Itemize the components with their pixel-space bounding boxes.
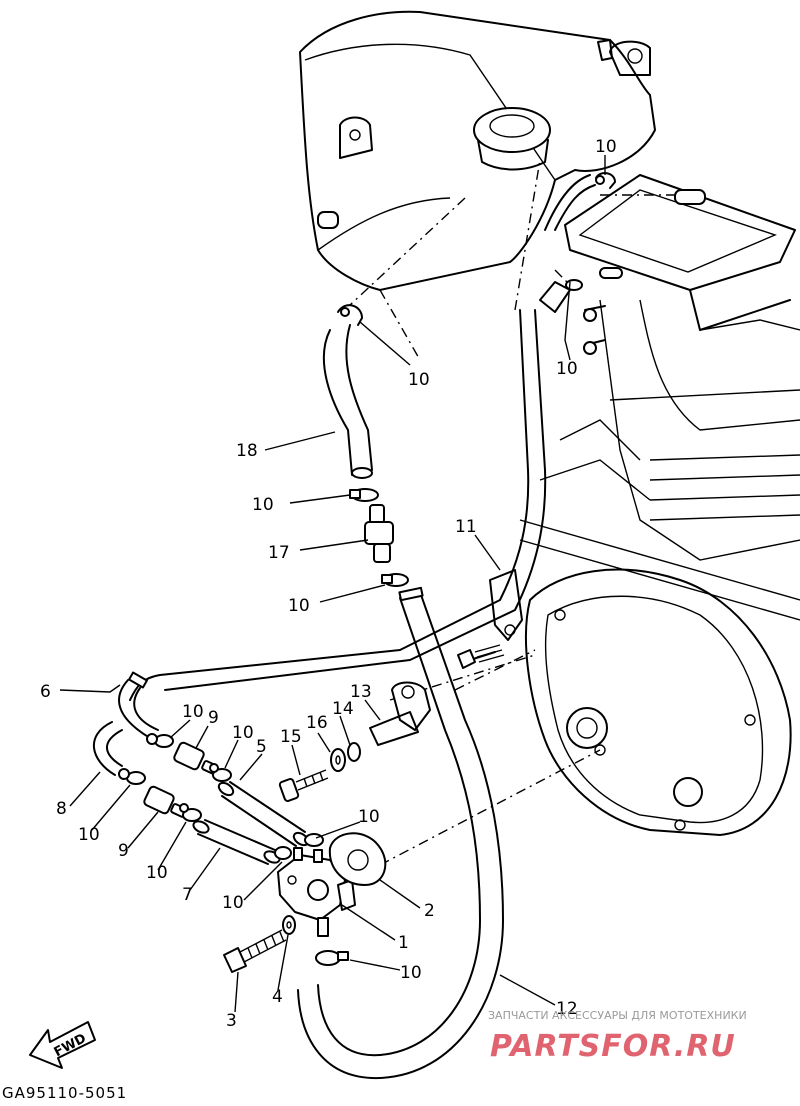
callout-11: 11: [455, 517, 477, 537]
callout-10: 10: [556, 359, 578, 379]
fuel-hose-5: [217, 781, 310, 847]
callout-10: 10: [146, 863, 168, 883]
callout-16: 16: [306, 713, 328, 733]
hose-clamp-10d: [349, 488, 379, 502]
bolt-3: [223, 929, 287, 973]
callout-10: 10: [182, 702, 204, 722]
hose-clamp-10a: [337, 304, 363, 326]
callout-3: 3: [226, 1011, 237, 1031]
watermark-brand: PARTSFOR.RU: [490, 1029, 736, 1064]
hose-clamp-10e: [381, 573, 409, 587]
watermark-tagline: ЗАПЧАСТИ АКСЕССУАРЫ ДЛЯ МОТОТЕХНИКИ: [488, 1009, 747, 1022]
hose-clamp-10j: [274, 846, 292, 860]
fuel-cock-1: [277, 847, 356, 937]
callout-10: 10: [400, 963, 422, 983]
washer-4: [282, 915, 296, 935]
hose-clamp-10l: [315, 950, 349, 966]
hose-clamp-10h: [118, 768, 146, 785]
screw-15: [278, 769, 329, 802]
crankcase-cover: [525, 568, 792, 836]
callout-18: 18: [236, 441, 258, 461]
callout-2: 2: [424, 901, 435, 921]
callout-10: 10: [232, 723, 254, 743]
callout-6: 6: [40, 682, 51, 702]
breather-hose-short: [539, 267, 623, 313]
fuel-tank: [299, 10, 656, 291]
callout-1: 1: [398, 933, 409, 953]
gasket-2: [328, 832, 387, 886]
hose-clamp-10i: [179, 803, 202, 822]
hose-clamp-10g: [209, 763, 232, 782]
fuel-hose-18: [322, 324, 373, 479]
callout-7: 7: [182, 885, 193, 905]
hose-clamp-10f: [146, 733, 174, 748]
callout-10: 10: [595, 137, 617, 157]
callout-10: 10: [288, 596, 310, 616]
fuel-hose-6: [118, 671, 159, 739]
fuel-hose-12: [297, 586, 504, 1080]
callout-labels: 10 10 10 18 10 17 10 11 6 13 10 9 10 5 1…: [40, 137, 617, 1031]
air-filter-case: [564, 174, 796, 331]
fuel-filter-17: [364, 504, 394, 563]
assembly-lines: [349, 159, 711, 866]
callout-13: 13: [350, 682, 372, 702]
hose-clamp-10b: [595, 172, 616, 189]
forward-direction-arrow: [29, 1021, 96, 1069]
callout-10: 10: [222, 893, 244, 913]
callout-4: 4: [272, 987, 283, 1007]
washer-16: [330, 748, 346, 772]
callout-15: 15: [280, 727, 302, 747]
callout-12: 12: [556, 999, 578, 1019]
engine-block: [519, 299, 800, 621]
callout-14: 14: [332, 699, 354, 719]
watermark: ЗАПЧАСТИ АКСЕССУАРЫ ДЛЯ МОТОТЕХНИКИ PART…: [488, 1009, 747, 1064]
leader-lines: [59, 155, 606, 1013]
fuel-filter-9b: [143, 785, 188, 818]
callout-5: 5: [256, 737, 267, 757]
callout-17: 17: [268, 543, 290, 563]
fuel-hose-8: [93, 721, 123, 776]
callout-10: 10: [78, 825, 100, 845]
diagram-code: GA95110-5051: [2, 1084, 127, 1102]
callout-9: 9: [208, 708, 219, 728]
vent-hose-11: [129, 174, 596, 701]
callout-8: 8: [56, 799, 67, 819]
callout-10: 10: [358, 807, 380, 827]
callout-10: 10: [252, 495, 274, 515]
o-ring-14: [347, 742, 361, 762]
fuel-cock-lever-13: [369, 681, 431, 746]
callout-9: 9: [118, 841, 129, 861]
callout-10: 10: [408, 370, 430, 390]
